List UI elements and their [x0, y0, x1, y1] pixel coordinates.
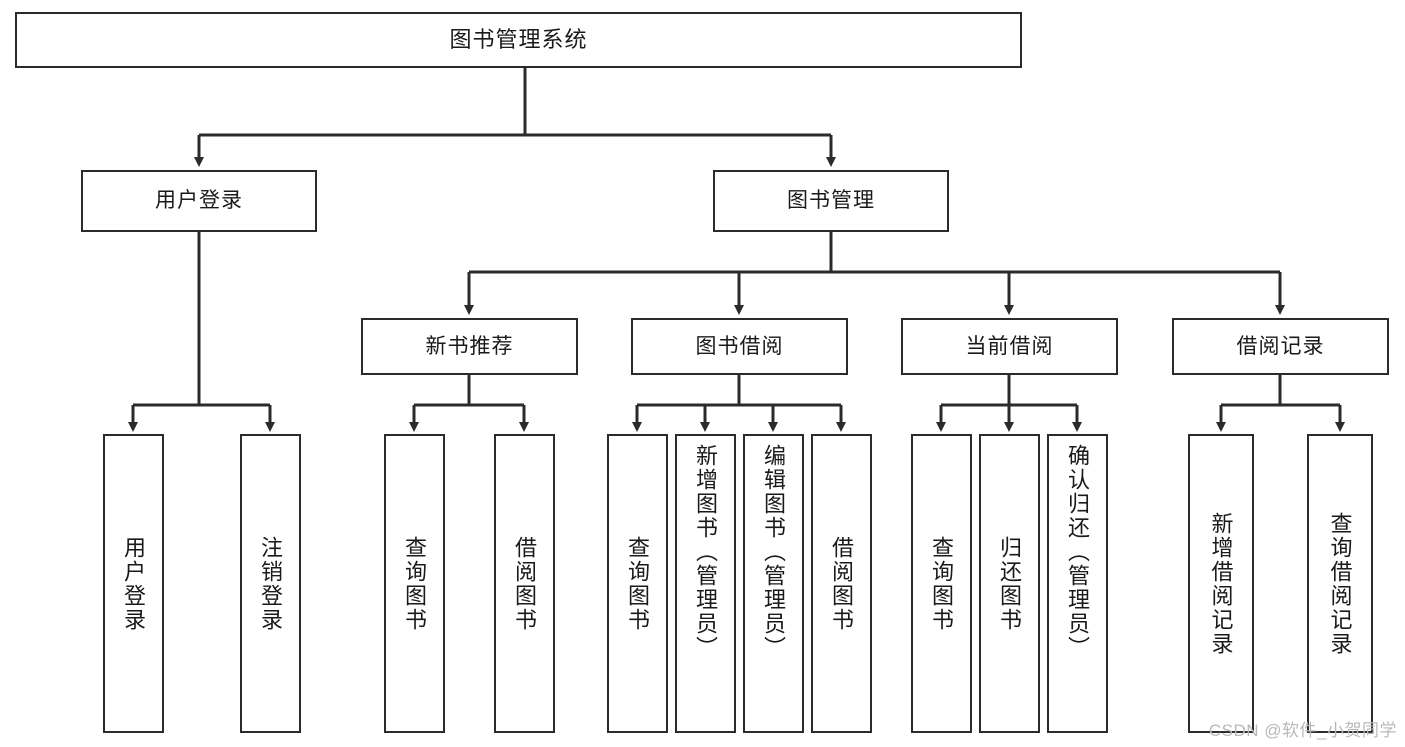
leaf-label: 确认归还（管理员）	[1065, 444, 1091, 660]
leaf-confirm-return-admin[interactable]: 确认归还（管理员）	[1047, 434, 1108, 733]
leaf-user-login[interactable]: 用户登录	[103, 434, 164, 733]
leaf-label: 用户登录	[121, 535, 147, 632]
leaf-label: 查询图书	[929, 535, 955, 632]
node-new-book-recommend[interactable]: 新书推荐	[361, 318, 578, 375]
node-label: 图书借阅	[695, 334, 784, 358]
node-book-borrow[interactable]: 图书借阅	[631, 318, 848, 375]
leaf-edit-book-admin[interactable]: 编辑图书（管理员）	[743, 434, 804, 733]
leaf-label: 借阅图书	[829, 535, 855, 632]
leaf-label: 查询图书	[402, 535, 428, 632]
node-user-login[interactable]: 用户登录	[81, 170, 317, 232]
leaf-query-book-recommend[interactable]: 查询图书	[384, 434, 445, 733]
leaf-add-book-admin[interactable]: 新增图书（管理员）	[675, 434, 736, 733]
node-label: 图书管理	[787, 189, 875, 213]
leaf-borrow-book-recommend[interactable]: 借阅图书	[494, 434, 555, 733]
leaf-add-borrow-record[interactable]: 新增借阅记录	[1188, 434, 1254, 733]
node-current-borrow[interactable]: 当前借阅	[901, 318, 1118, 375]
leaf-return-book[interactable]: 归还图书	[979, 434, 1040, 733]
leaf-label: 新增图书（管理员）	[693, 444, 719, 660]
leaf-user-logout[interactable]: 注销登录	[240, 434, 301, 733]
leaf-label: 查询借阅记录	[1327, 511, 1353, 656]
leaf-label: 查询图书	[625, 535, 651, 632]
node-label: 用户登录	[155, 189, 243, 213]
leaf-label: 借阅图书	[512, 535, 538, 632]
leaf-borrow-book[interactable]: 借阅图书	[811, 434, 872, 733]
node-label: 当前借阅	[965, 334, 1054, 358]
node-root-system[interactable]: 图书管理系统	[15, 12, 1022, 68]
leaf-query-borrow-record[interactable]: 查询借阅记录	[1307, 434, 1373, 733]
leaf-label: 编辑图书（管理员）	[761, 444, 787, 660]
leaf-label: 注销登录	[258, 535, 284, 632]
leaf-query-book-borrow[interactable]: 查询图书	[607, 434, 668, 733]
node-label: 新书推荐	[425, 334, 514, 358]
leaf-label: 归还图书	[997, 535, 1023, 632]
watermark-text: CSDN @软件_小贺同学	[1208, 721, 1397, 740]
node-label: 借阅记录	[1236, 334, 1325, 358]
node-borrow-record[interactable]: 借阅记录	[1172, 318, 1389, 375]
node-label: 图书管理系统	[449, 26, 588, 52]
node-book-management[interactable]: 图书管理	[713, 170, 949, 232]
leaf-label: 新增借阅记录	[1208, 511, 1234, 656]
leaf-query-book-current[interactable]: 查询图书	[911, 434, 972, 733]
